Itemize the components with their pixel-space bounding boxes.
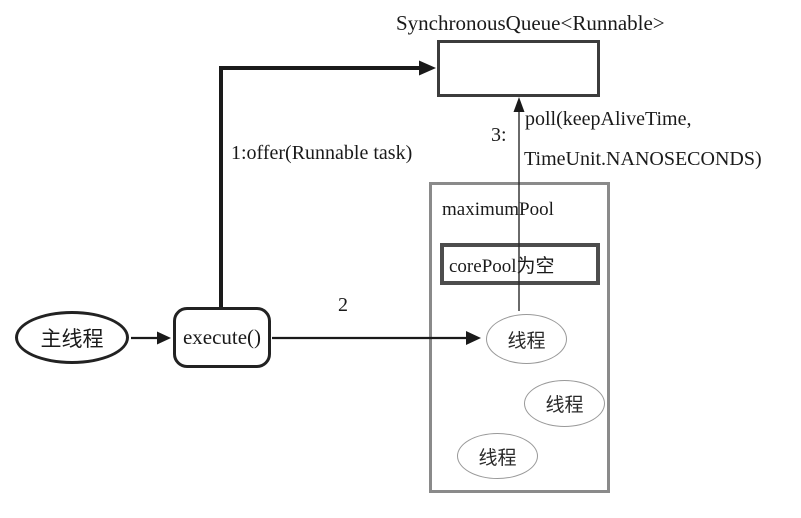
execute-box: execute() bbox=[173, 307, 271, 368]
main-thread-label: 主线程 bbox=[40, 326, 104, 351]
thread-label-3: 线程 bbox=[478, 447, 517, 469]
step3-label: 3: bbox=[491, 124, 507, 146]
thread-ellipse-1: 线程 bbox=[486, 314, 567, 364]
maximum-pool-label: maximumPool bbox=[442, 199, 554, 220]
thread-ellipse-3: 线程 bbox=[457, 433, 538, 479]
arrow-offer-head bbox=[419, 60, 436, 76]
step2-label: 2 bbox=[338, 294, 348, 316]
poll-label-line1: poll(keepAliveTime, bbox=[525, 108, 692, 130]
main-thread-ellipse: 主线程 bbox=[15, 311, 129, 364]
arrow-poll-head bbox=[513, 97, 525, 112]
maximum-pool-box: maximumPool corePool为空 线程 线程 线程 bbox=[429, 182, 610, 493]
core-pool-box: corePool为空 bbox=[440, 243, 600, 285]
core-pool-label: corePool为空 bbox=[449, 255, 555, 277]
offer-label: 1:offer(Runnable task) bbox=[231, 142, 413, 164]
arrow-main-to-execute-head bbox=[157, 331, 171, 345]
thread-label-2: 线程 bbox=[545, 395, 584, 416]
synchronous-queue-box bbox=[437, 40, 600, 97]
poll-label-line2: TimeUnit.NANOSECONDS) bbox=[524, 148, 762, 170]
arrow-offer-line bbox=[219, 66, 421, 307]
thread-label-1: 线程 bbox=[507, 330, 546, 352]
diagram-title: SynchronousQueue<Runnable> bbox=[396, 11, 665, 35]
execute-label: execute() bbox=[182, 325, 262, 349]
thread-ellipse-2: 线程 bbox=[524, 380, 605, 427]
